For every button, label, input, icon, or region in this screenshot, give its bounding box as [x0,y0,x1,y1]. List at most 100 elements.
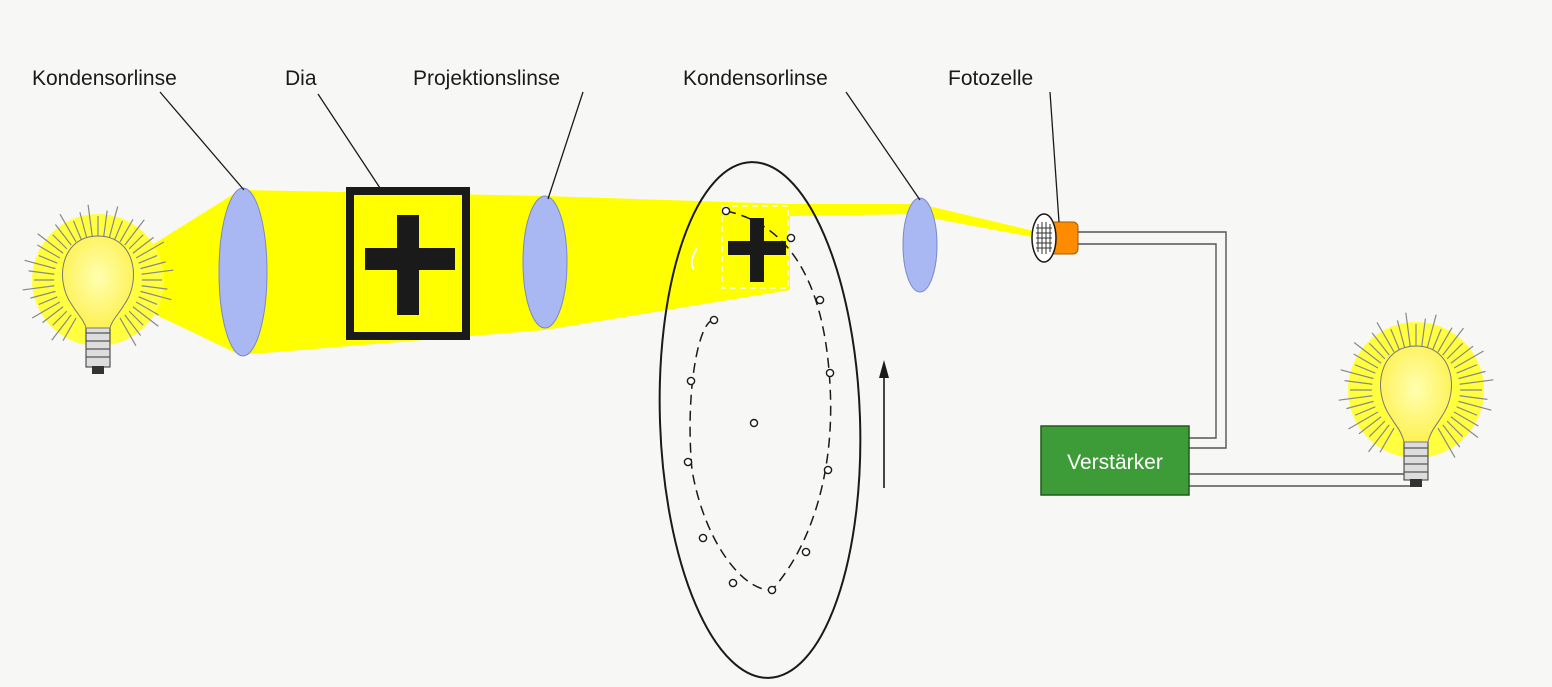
bulb-ray [1446,420,1464,438]
bulb-ray [128,234,144,250]
bulb-ray [1368,420,1386,438]
bulb-ray [141,269,174,275]
light-bulb-icon [22,204,174,374]
label-slide: Dia [285,67,317,90]
wires [1078,231,1410,487]
bulb-ray [103,210,108,237]
cross-symbol-icon [365,215,455,315]
beam-disk-to-condenser [790,204,920,216]
bulb-ray [31,301,61,319]
bulb-ray [1368,342,1386,360]
labels: Kondensorlinse Dia Projektionslinse Kond… [32,67,1033,90]
disk-hole [721,206,731,216]
bulb-ray [54,224,72,246]
bulb-ray [1437,427,1456,458]
bulb-ray [1453,350,1484,369]
light-bulb-icon [1338,312,1494,487]
disk-center [749,418,759,428]
disk-outline [658,161,862,679]
cross-symbol-icon [728,218,786,282]
bulb-ray [87,204,93,237]
bulb-ray [1390,328,1400,350]
disk-hole [767,585,777,595]
bulb-ray [62,317,77,341]
bulb-ray [1354,364,1376,374]
bulb-ray [1426,314,1437,348]
bulb-ray [128,310,144,326]
disk-hole [728,578,738,588]
bulb-ray [1376,322,1395,353]
bulb-ray [1456,406,1478,416]
bulb-ray [1379,427,1395,453]
bulb-ray [1442,327,1464,356]
amplifier-label: Verstärker [1067,451,1163,474]
label-condenser-lens-left: Kondensorlinse [32,67,177,90]
bulb-ray [1396,320,1406,348]
bulb-ray [124,314,142,336]
bulb-ray [1450,345,1474,364]
disk-hole [801,547,811,557]
bulb-ray [42,306,64,324]
bulb-ray [1338,395,1373,401]
disk-hole [709,315,719,325]
bulb-ray [124,219,145,246]
leader-lines [159,91,1060,223]
bulb-ray [1358,416,1382,435]
slide [346,187,470,340]
bulb-ray [1405,312,1411,347]
bulb-ray [138,296,158,306]
photocell [1031,213,1079,263]
bulb-ray [1344,380,1373,385]
bulb-ray [1353,342,1382,364]
bulb-ray [37,233,64,254]
wire-photocell-to-amplifier-a [1078,231,1227,449]
label-condenser-lens-right: Kondensorlinse [683,67,828,90]
condenser-lens-left [218,187,268,357]
disk-hole [823,465,833,475]
label-photocell: Fotozelle [948,67,1033,90]
projected-image [721,205,789,289]
bulb-ray [1371,332,1390,356]
bulb-ray [1437,327,1453,353]
bulb-ray [1458,400,1492,411]
bulb-ray [1353,353,1379,369]
bulb-ray [37,244,61,259]
disk-hole [698,533,708,543]
bulb-ray [1459,395,1488,400]
bulb-ray [1432,328,1442,350]
bulb-ray [140,261,166,270]
bulb-ray [1354,406,1376,416]
bulb-ray [1340,369,1374,380]
bulb-ray [52,310,68,326]
bulb-ray [1446,342,1464,360]
bulb-ray [79,212,88,238]
bulb-ray [22,285,55,291]
bulb-ray [141,285,168,290]
bulb-ray [1459,379,1494,385]
disk-holes [683,206,835,595]
bulb-ray [51,314,72,341]
condenser-lens-right [902,197,938,293]
bulb-ray [140,290,172,301]
nipkow-disk [658,161,862,679]
bulb-ray [1456,364,1478,374]
photocell-grid [1036,222,1052,254]
bulb-ray [138,254,158,264]
disk-hole [683,457,693,467]
disk-hole [686,376,696,386]
bulb-ray [1348,411,1379,430]
bulb-ray [108,206,119,238]
bulb-ray [1421,318,1426,347]
bulb-ray [132,236,154,254]
bulb-ray [132,306,159,327]
bulb-ray [1346,400,1374,410]
bulb-ray [28,270,55,275]
bulb-ray [38,254,58,264]
bulb-ray [24,259,56,270]
bulb-ray [119,219,134,243]
label-projection-lens: Projektionslinse [413,67,560,90]
rotation-arrow-icon [879,360,889,488]
bulb-ray [1458,370,1486,380]
bulb-ray [119,317,137,347]
